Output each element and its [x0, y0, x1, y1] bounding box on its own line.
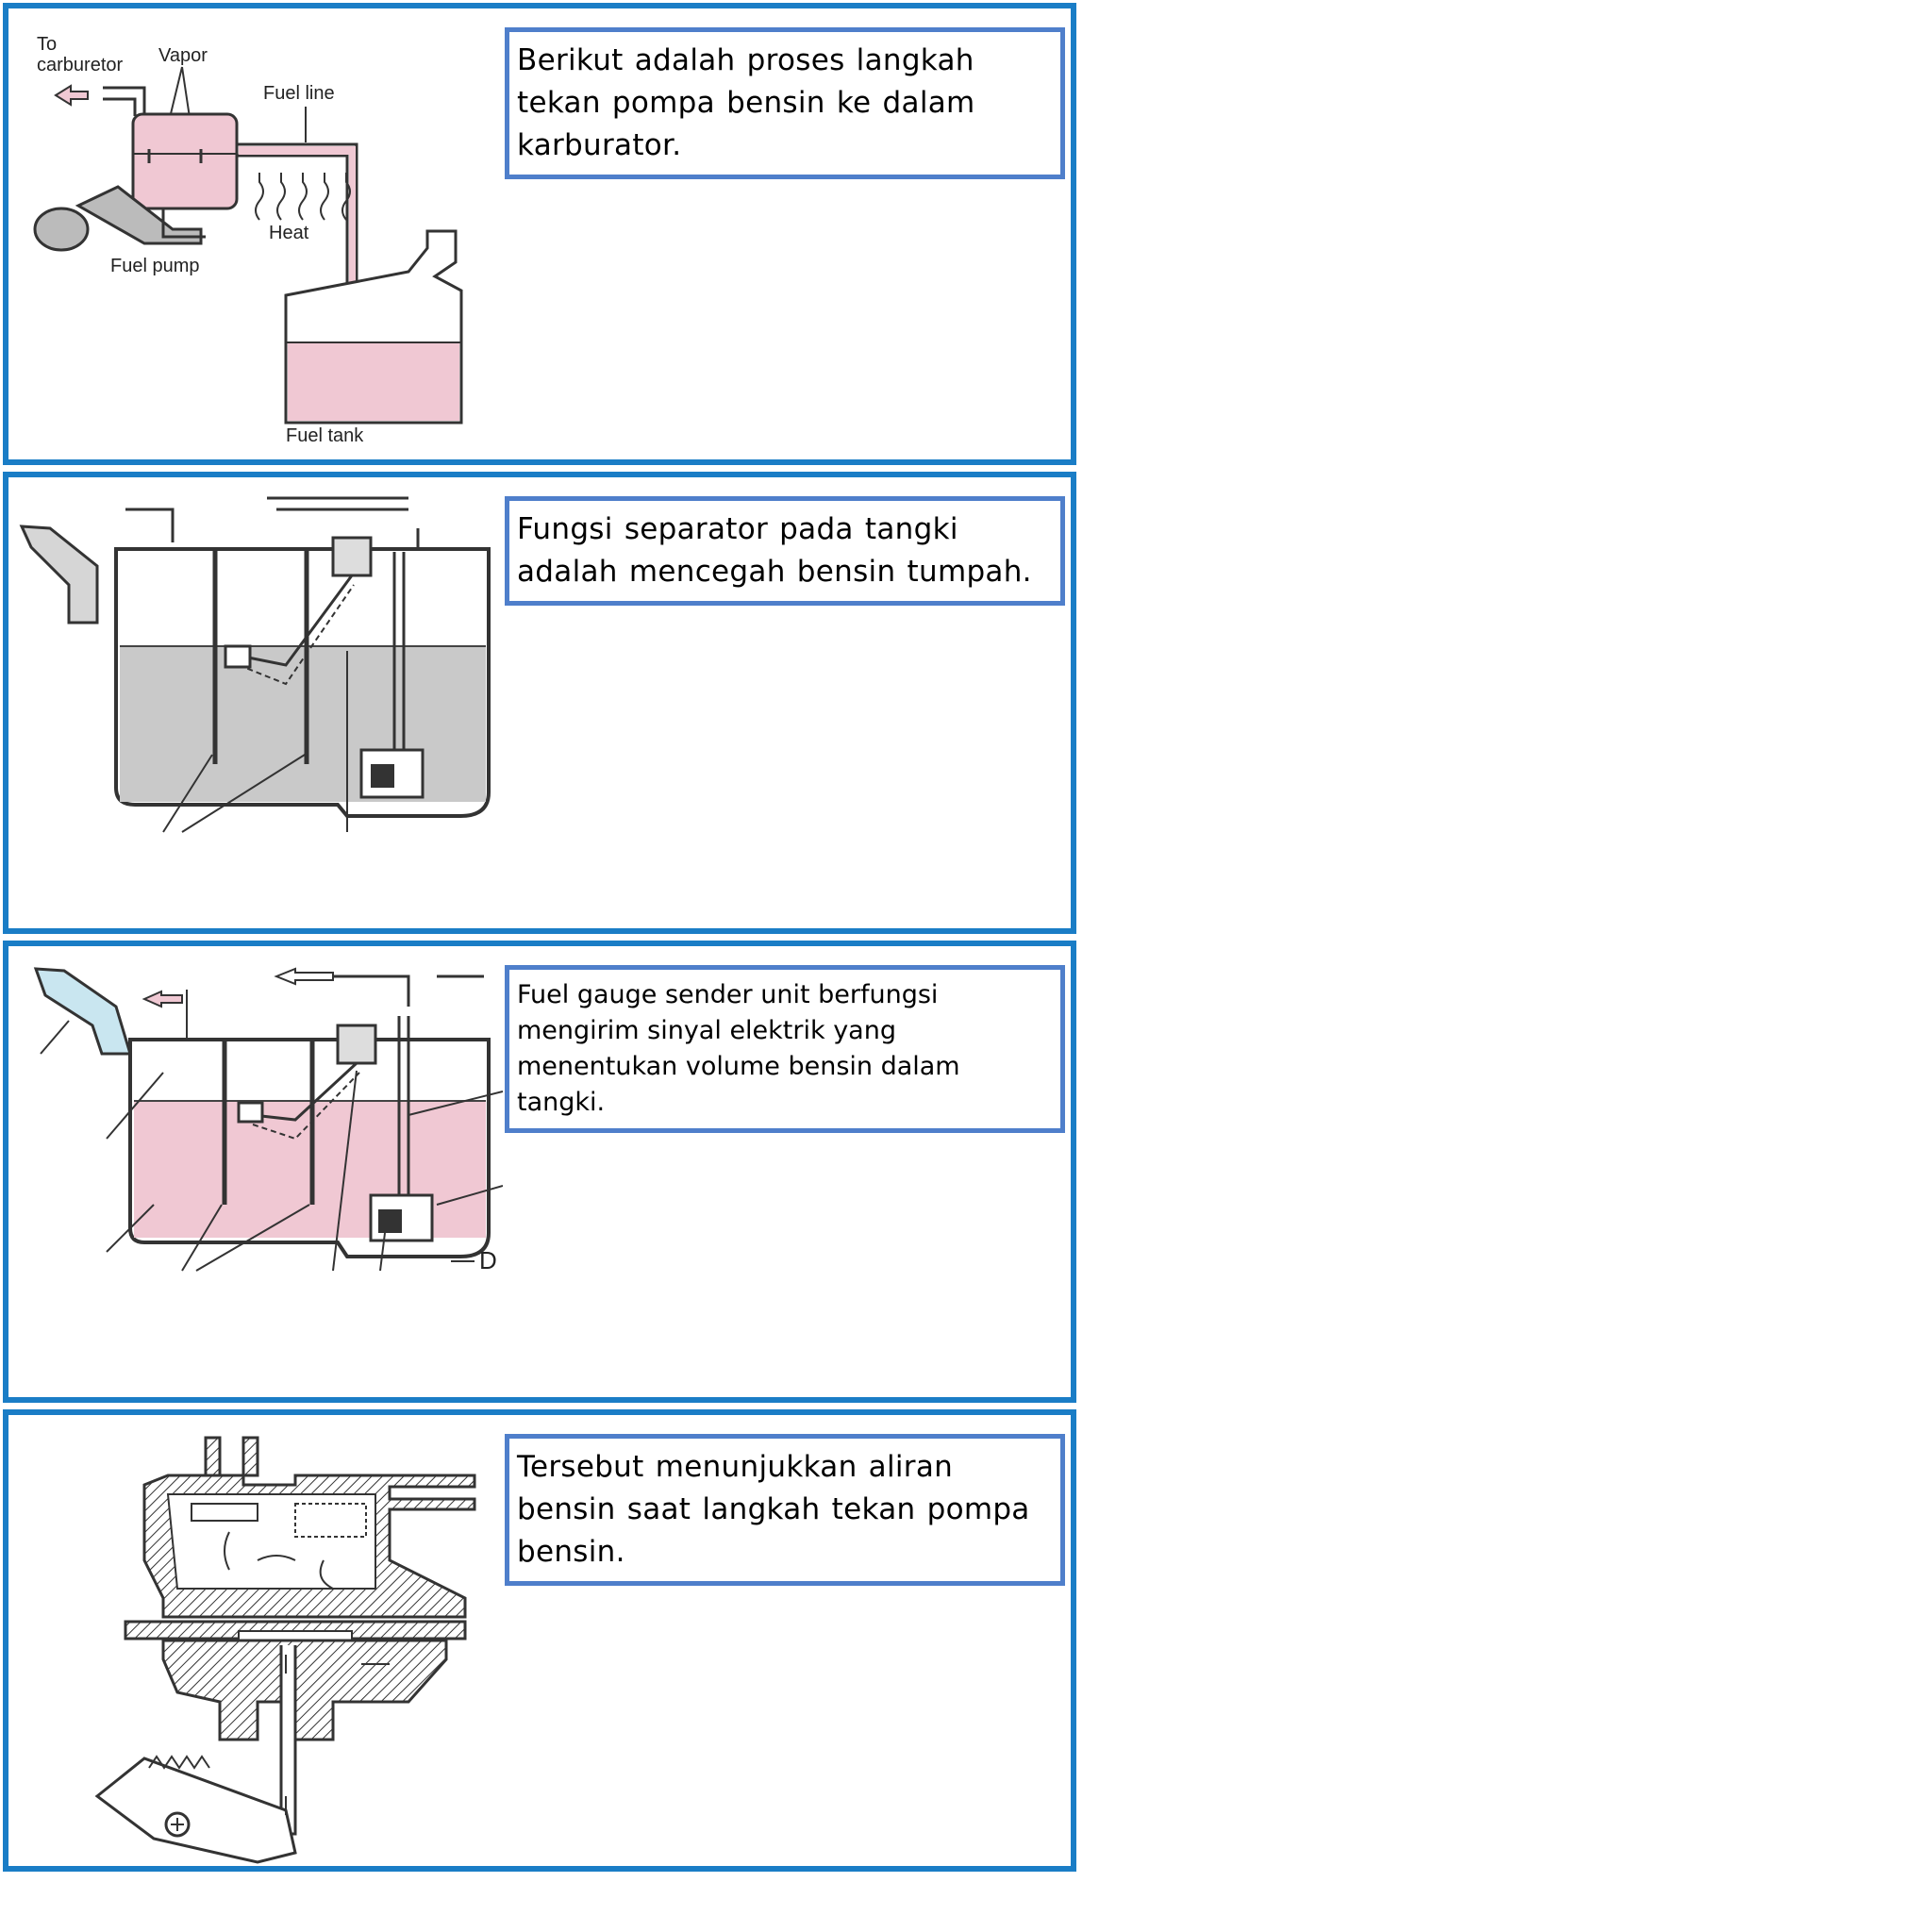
leader-lines: [40, 1020, 503, 1272]
label-to: To: [37, 34, 57, 55]
panel-fuel-gauge: D Fuel gauge sender unit berfungsi mengi…: [3, 941, 1076, 1403]
panel-fuel-system: To carburetor Vapor Fuel line Heat Fuel …: [3, 3, 1076, 465]
label-carburetor: carburetor: [37, 55, 123, 75]
fuel-level: [120, 646, 486, 802]
label-vapor: Vapor: [158, 45, 208, 66]
push-rod: [279, 1645, 297, 1836]
caption-2: Fungsi separator pada tangki adalah menc…: [505, 496, 1065, 606]
pump-inlet: [204, 1436, 259, 1477]
rocker-arm: [94, 1757, 297, 1864]
return-arrow: [142, 990, 183, 1008]
heat-arrows: [255, 173, 351, 221]
filler-neck: [19, 525, 99, 625]
fuel-system-diagram: To carburetor Vapor Fuel line Heat Fuel …: [33, 34, 463, 446]
flow-arrows: [224, 1531, 390, 1815]
fuel-gauge-diagram: D: [33, 967, 503, 1274]
label-fuel-tank: Fuel tank: [286, 425, 364, 446]
fuel-pump-body: [131, 112, 239, 210]
panel-tank-separator: Fungsi separator pada tangki adalah menc…: [3, 472, 1076, 934]
outlet-pipe: [103, 86, 146, 116]
filler-neck: [33, 967, 133, 1056]
label-drain: D: [479, 1246, 497, 1274]
cam: [33, 207, 90, 252]
pump-stroke-diagram: [94, 1436, 476, 1864]
panel-pump-stroke: Tersebut menunjukkan aliran bensin saat …: [3, 1409, 1076, 1872]
label-heat: Heat: [269, 223, 309, 243]
spring: [148, 1755, 210, 1770]
pump-lower-chamber: [161, 1639, 448, 1741]
label-fuel-pump: Fuel pump: [110, 256, 200, 276]
pump-lever: [75, 185, 203, 245]
outflow-arrow: [54, 84, 89, 107]
tank-separator-diagram: [19, 496, 491, 833]
label-fuel-line: Fuel line: [263, 83, 335, 104]
caption-3: Fuel gauge sender unit berfungsi mengiri…: [505, 965, 1065, 1133]
caption-4: Tersebut menunjukkan aliran bensin saat …: [505, 1434, 1065, 1586]
caption-1: Berikut adalah proses langkah tekan pomp…: [505, 27, 1065, 179]
